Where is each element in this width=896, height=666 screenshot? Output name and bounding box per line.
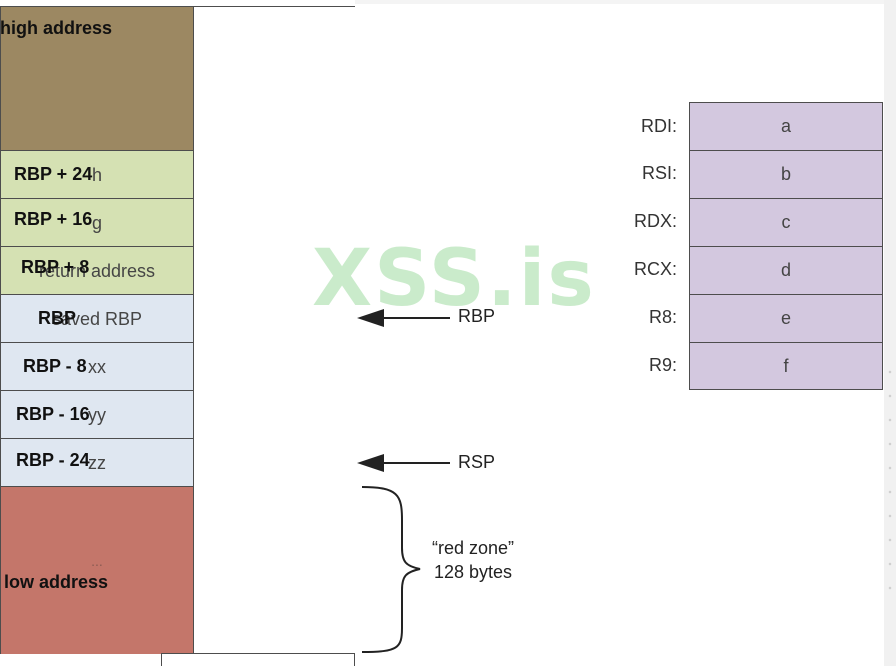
register-name-r8: R8: (648, 307, 677, 327)
stack-cell-return-address-text: return address (38, 260, 156, 281)
register-name-rcx: RCX: (633, 259, 677, 279)
top-edge-strip (355, 0, 896, 4)
stack-cell-xx: xx (0, 342, 194, 391)
stack-cell-saved-rbp: saved RBP (0, 294, 194, 343)
stack-cell-high (0, 6, 194, 151)
register-value-rcx: d (689, 246, 883, 294)
label-high-address: high address (0, 18, 113, 38)
register-value-rdx: c (689, 198, 883, 246)
label-rbp-minus-16: RBP - 16 (16, 404, 90, 424)
label-rbp-minus-8: RBP - 8 (23, 356, 87, 376)
stack-cell-h: h (0, 150, 194, 199)
register-value-rdi: a (689, 102, 883, 150)
red-zone-label-line1: “red zone” (432, 538, 515, 558)
register-bottom-border (689, 389, 883, 390)
register-name-rdx: RDX: (633, 211, 677, 231)
label-rbp-plus-8: RBP + 8 (21, 257, 90, 277)
red-zone-dots-2: ... (91, 572, 103, 589)
stack-cell-zz-text: zz (88, 452, 106, 473)
register-value-rsi: b (689, 150, 883, 198)
stack-cell-red-zone: ... ... (0, 486, 194, 654)
stack-cell-g: g (0, 198, 194, 247)
stack-cell-h-text: h (91, 164, 102, 185)
label-low-address: low address (4, 572, 109, 592)
stack-cell-return-address: return address (0, 246, 194, 295)
rsp-arrow (357, 454, 450, 472)
stack-cell-xx-text: xx (88, 356, 106, 377)
stack-cell-yy: yy (0, 390, 194, 439)
stack-left-border-tail (161, 654, 162, 666)
stack-top-border (161, 6, 355, 7)
stack-cell-yy-text: yy (88, 404, 106, 425)
label-rbp-minus-24: RBP - 24 (16, 450, 90, 470)
stack-cell-zz: zz (0, 438, 194, 487)
register-name-rsi: RSI: (641, 163, 677, 183)
red-zone-label-line2: 128 bytes (433, 562, 513, 582)
red-zone-brace (361, 486, 421, 653)
rbp-arrow (357, 309, 450, 327)
stack-right-border-tail (354, 654, 355, 666)
register-name-r9: R9: (648, 355, 677, 375)
red-zone-label: “red zone” 128 bytes (432, 536, 514, 584)
right-edge-dots (887, 360, 893, 600)
pointer-label-rbp: RBP (458, 306, 496, 326)
pointer-label-rsp: RSP (458, 452, 496, 472)
stack-cell-saved-rbp-text: saved RBP (51, 308, 143, 329)
register-value-r8: e (689, 294, 883, 342)
register-value-r9: f (689, 342, 883, 390)
label-rbp: RBP (38, 308, 77, 328)
stack-bottom-border (161, 653, 355, 654)
register-name-rdi: RDI: (641, 116, 677, 136)
red-zone-dots-1: ... (91, 552, 103, 569)
red-zone-dots: ... ... (91, 551, 103, 591)
stack-cell-g-text: g (91, 212, 102, 233)
label-rbp-plus-16: RBP + 16 (14, 209, 93, 229)
label-rbp-plus-24: RBP + 24 (14, 164, 93, 184)
